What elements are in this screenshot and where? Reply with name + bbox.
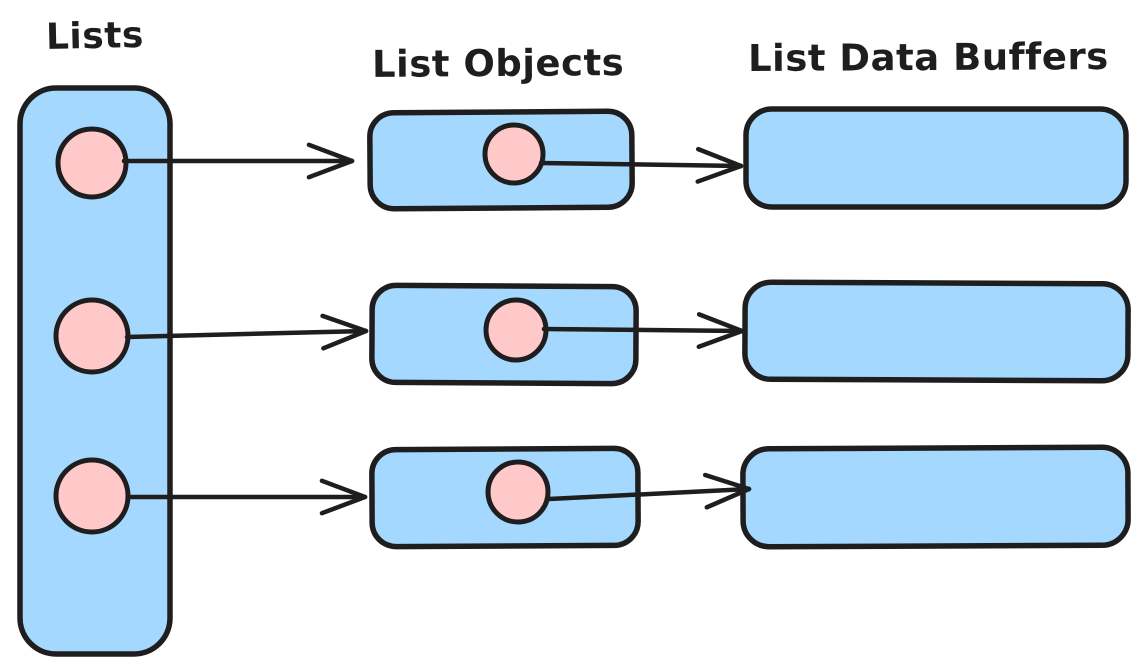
arrow-list-to-object-1-arrowhead <box>306 142 355 164</box>
arrow-list-to-object-3-arrowhead <box>319 478 368 500</box>
arrow-list-to-object-2-arrowhead <box>321 328 369 351</box>
data-buffer-box-2 <box>742 279 1131 384</box>
arrow-list-to-object-1-arrowhead <box>306 158 355 180</box>
arrow-object-to-buffer-1-arrowhead <box>695 163 744 184</box>
label-list-objects: List Objects <box>371 41 625 86</box>
data-buffer-box-3 <box>740 444 1131 550</box>
list-pointer-circle-1 <box>55 126 129 200</box>
arrow-list-to-object-3-arrowhead <box>319 494 368 516</box>
arrow-object-to-buffer-1-arrowhead <box>695 146 744 169</box>
arrow-object-to-buffer-2-arrowhead <box>696 328 745 350</box>
arrow-object-to-buffer-3-arrowhead <box>704 486 752 510</box>
label-list-data-buffers: List Data Buffers <box>747 35 1109 80</box>
object-pointer-circle-3 <box>485 459 551 525</box>
data-buffer-box-1 <box>743 106 1129 210</box>
arrow-list-to-object-2-arrowhead <box>320 313 369 334</box>
arrow-list-to-object-2 <box>124 328 369 340</box>
arrow-object-to-buffer-2 <box>541 326 745 334</box>
arrow-object-to-buffer-3 <box>546 486 752 502</box>
object-pointer-circle-1 <box>482 122 546 186</box>
list-pointer-circle-3 <box>53 457 131 535</box>
arrow-object-to-buffer-1 <box>538 160 744 169</box>
arrow-object-to-buffer-2-arrowhead <box>696 312 745 334</box>
arrow-object-to-buffer-3-arrowhead <box>702 472 752 492</box>
object-pointer-circle-2 <box>483 297 549 363</box>
list-pointer-circle-2 <box>53 297 131 375</box>
label-lists: Lists <box>45 14 145 59</box>
